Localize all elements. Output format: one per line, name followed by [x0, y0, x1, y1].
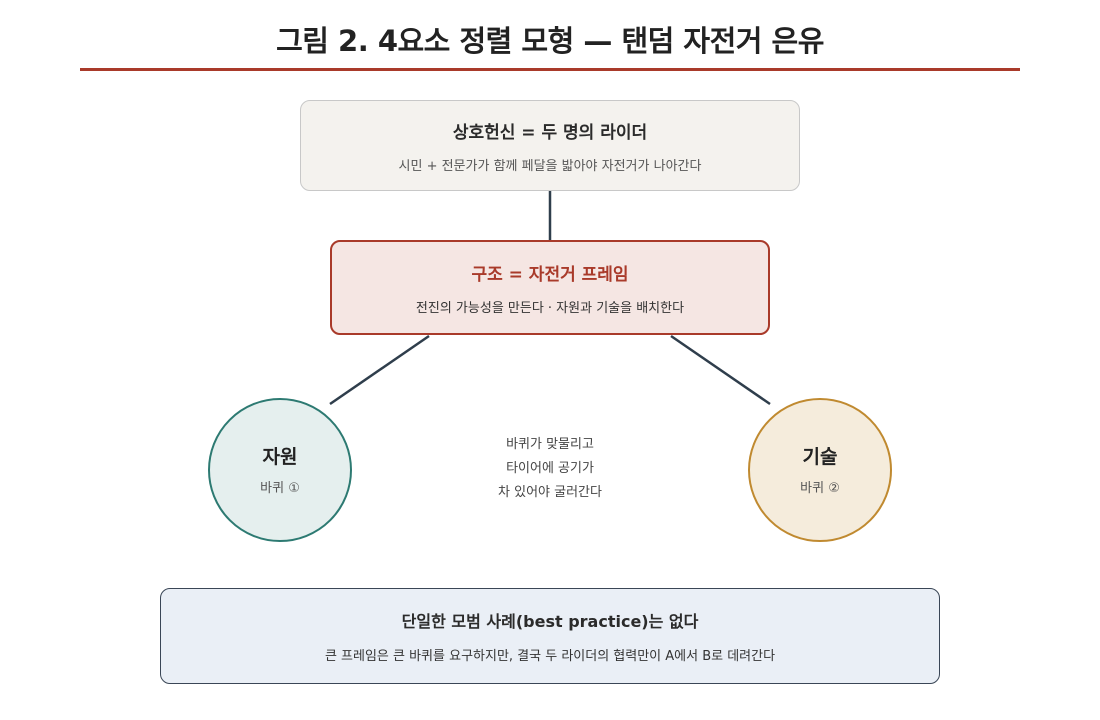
- center-note: 바퀴가 맞물리고 타이어에 공기가 차 있어야 굴러간다: [440, 433, 660, 505]
- resources-circle: 자원 바퀴 ①: [208, 398, 352, 542]
- technology-label: 바퀴 ②: [800, 481, 840, 496]
- structure-heading: 구조 = 자전거 프레임: [471, 265, 629, 285]
- center-note-line-2: 타이어에 공기가: [506, 461, 594, 476]
- technology-circle: 기술 바퀴 ②: [748, 398, 892, 542]
- center-note-line-3: 차 있어야 굴러간다: [498, 485, 602, 500]
- center-note-line-1: 바퀴가 맞물리고: [506, 437, 594, 452]
- commitment-text: 시민 + 전문가가 함께 페달을 밟아야 자전거가 나아간다: [398, 159, 702, 174]
- title-divider: [80, 68, 1020, 71]
- connector-frame-to-technology: [670, 334, 771, 406]
- technology-heading: 기술: [802, 446, 838, 468]
- commitment-heading: 상호헌신 = 두 명의 라이더: [452, 123, 648, 143]
- structure-text: 전진의 가능성을 만든다 · 자원과 기술을 배치한다: [415, 301, 685, 316]
- resources-heading: 자원: [262, 446, 298, 468]
- structure-box: 구조 = 자전거 프레임 전진의 가능성을 만든다 · 자원과 기술을 배치한다: [330, 240, 770, 335]
- connector-frame-to-resources: [329, 334, 430, 406]
- commitment-box: 상호헌신 = 두 명의 라이더 시민 + 전문가가 함께 페달을 밟아야 자전거…: [300, 100, 800, 191]
- resources-label: 바퀴 ①: [260, 481, 300, 496]
- conclusion-text: 큰 프레임은 큰 바퀴를 요구하지만, 결국 두 라이더의 협력만이 A에서 B…: [324, 649, 776, 664]
- figure-title: 그림 2. 4요소 정렬 모형 — 탠덤 자전거 은유: [276, 24, 824, 58]
- conclusion-heading: 단일한 모범 사례(best practice)는 없다: [401, 612, 699, 631]
- conclusion-box: 단일한 모범 사례(best practice)는 없다 큰 프레임은 큰 바퀴…: [160, 588, 940, 684]
